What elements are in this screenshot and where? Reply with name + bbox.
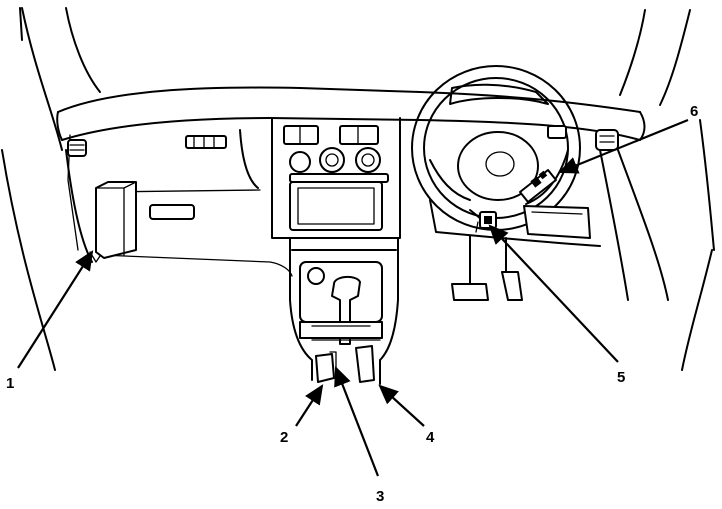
- right-dash: [429, 129, 669, 301]
- callout-3: 3: [376, 488, 384, 505]
- glovebox-handle: [149, 204, 195, 220]
- relay-box: [89, 181, 137, 263]
- leader-lines: [17, 118, 689, 477]
- spoke-switch: [519, 169, 557, 203]
- leader-3: [334, 365, 380, 477]
- leader-4: [378, 384, 425, 427]
- leader-5: [488, 224, 619, 363]
- cabin-outline: [1, 7, 715, 371]
- callout-1: 1: [6, 375, 14, 392]
- callout-labels: 1 2 3 4 5 6: [6, 103, 698, 505]
- leader-6: [557, 118, 689, 174]
- leader-2: [295, 384, 324, 427]
- leader-1: [17, 250, 94, 369]
- console-switches: [315, 345, 375, 383]
- callout-6: 6: [690, 103, 698, 120]
- center-left-vent: [185, 135, 227, 149]
- center-console: [289, 237, 399, 385]
- column-unit: [475, 211, 497, 233]
- callout-5: 5: [617, 369, 625, 386]
- left-vent: [67, 139, 87, 157]
- callout-2: 2: [280, 429, 288, 446]
- pedals: [451, 235, 523, 301]
- callout-4: 4: [426, 429, 435, 446]
- steering-wheel: [411, 65, 581, 231]
- center-stack: [271, 117, 401, 239]
